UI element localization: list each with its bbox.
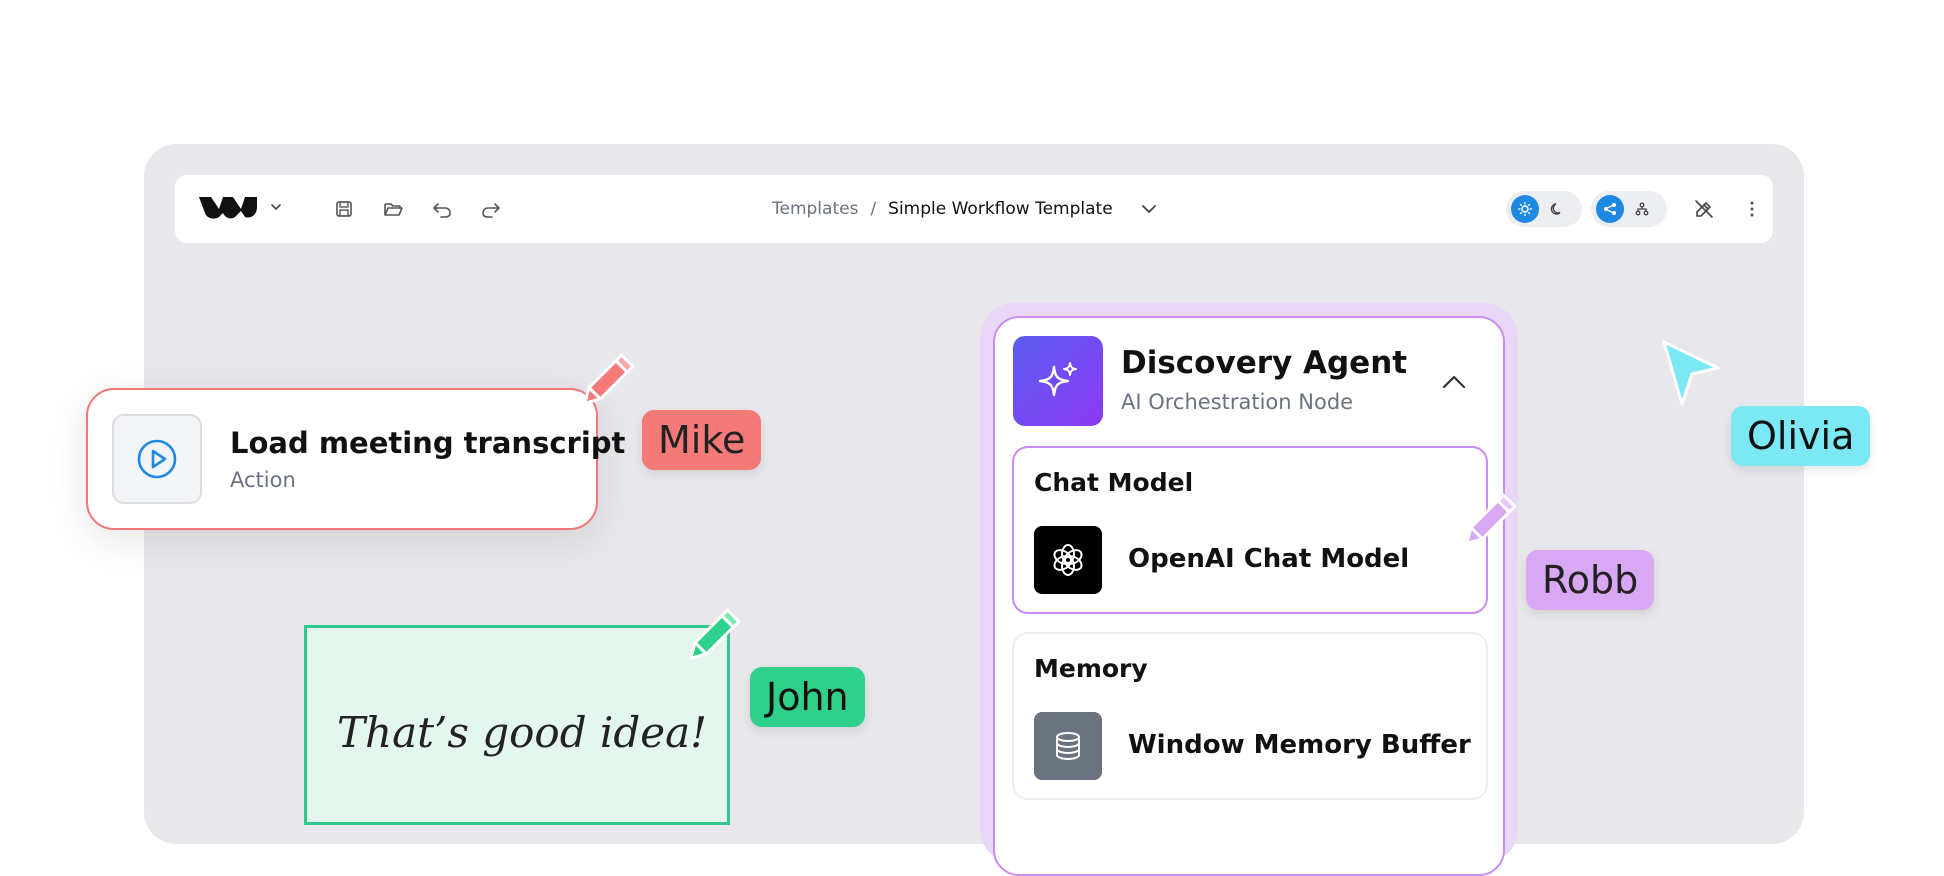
database-icon-box [1034,712,1102,780]
chat-model-name[interactable]: OpenAI Chat Model [1128,544,1410,574]
undo-icon [433,203,451,218]
pencil-off-icon [1695,200,1713,218]
action-node[interactable]: Load meeting transcript Action [86,388,625,530]
chevron-down-icon [271,204,281,211]
folder-open-icon [384,203,403,216]
openai-logo-icon [1034,526,1102,594]
sun-icon [1517,201,1533,217]
agent-node-title: Discovery Agent [1121,345,1408,381]
action-node-subtitle: Action [230,468,296,492]
collaborator-tag-robb: Robb [1526,550,1655,610]
redo-icon [482,203,500,218]
database-icon [1056,732,1080,761]
play-circle-icon [137,439,177,479]
collaborator-tag-olivia: Olivia [1731,406,1871,466]
save-icon [336,201,352,217]
action-icon-box [112,414,202,504]
memory-name[interactable]: Window Memory Buffer [1128,730,1471,760]
sticky-note-text: That’s good idea! [337,708,708,757]
robb-pencil-cursor-icon [1465,493,1517,545]
breadcrumb: Templates / Simple Workflow Template [772,175,1159,243]
memory-slot-title: Memory [1034,654,1148,683]
redo-button[interactable] [474,192,508,226]
moon-icon [1550,203,1561,215]
breadcrumb-current: Simple Workflow Template [888,199,1113,219]
openai-knot-icon [1053,544,1083,576]
template-dropdown-button[interactable] [1139,199,1159,219]
tree-view-button[interactable] [1628,195,1656,223]
more-menu-button[interactable] [1735,192,1769,226]
theme-toggle [1506,191,1582,227]
breadcrumb-templates-link[interactable]: Templates [772,199,859,219]
dark-theme-button[interactable] [1543,195,1571,223]
layout-toggle [1591,191,1667,227]
chevron-down-icon [1141,205,1156,213]
top-toolbar: Templates / Simple Workflow Template [175,175,1773,243]
sticky-note[interactable]: That’s good idea! [304,625,730,825]
collapse-agent-button[interactable] [1436,364,1472,400]
save-button[interactable] [327,192,361,226]
olivia-pointer-cursor-icon [1662,340,1720,406]
undo-button[interactable] [425,192,459,226]
sparkles-icon [1038,362,1077,397]
chat-model-slot[interactable]: Chat Model OpenAI Chat Model [1012,446,1488,614]
graph-view-button[interactable] [1596,195,1624,223]
john-pencil-cursor-icon [689,608,741,660]
chevron-up-icon [1442,375,1466,389]
graph-icon [1604,203,1616,215]
app-logo-menu[interactable] [197,193,283,221]
collaborator-tag-john: John [750,667,865,727]
agent-node-subtitle: AI Orchestration Node [1121,390,1354,414]
breadcrumb-separator: / [870,199,877,219]
edit-mode-off-button[interactable] [1687,192,1721,226]
light-theme-button[interactable] [1511,195,1539,223]
mike-pencil-cursor-icon [583,353,635,405]
memory-slot[interactable]: Memory Window Memory Buffer [1012,632,1488,800]
more-vertical-icon [1750,201,1754,217]
action-node-title: Load meeting transcript [230,426,626,460]
hierarchy-icon [1635,202,1649,216]
chat-model-slot-title: Chat Model [1034,468,1194,497]
collaborator-tag-mike: Mike [642,410,762,470]
open-folder-button[interactable] [376,192,410,226]
agent-icon-box [1013,336,1103,426]
brand-logo-icon [199,197,257,219]
